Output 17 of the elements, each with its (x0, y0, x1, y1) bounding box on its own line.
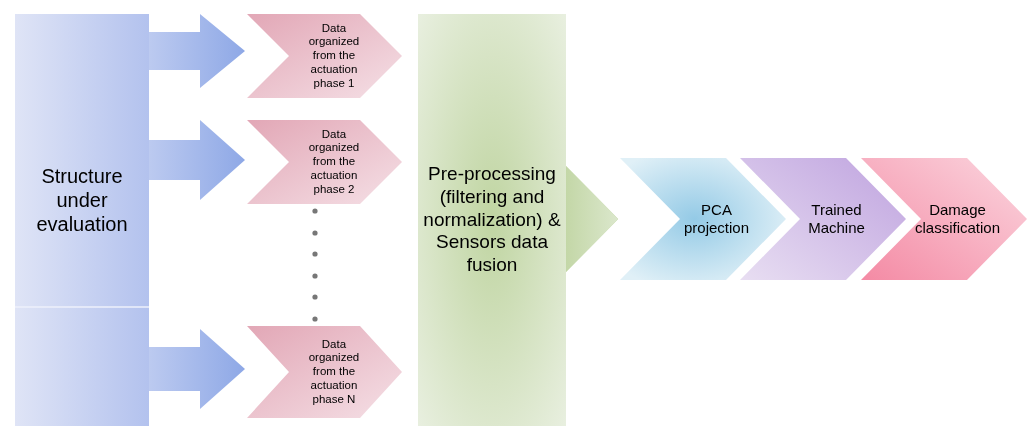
process-panel (418, 14, 566, 426)
panel-label: Pre-processing (filtering and normalization) & Sensors data fusion (422, 163, 562, 277)
panel-label: Structure under evaluation (35, 164, 129, 236)
step-label: Trained Machine (807, 201, 866, 237)
data-step (247, 326, 402, 418)
process-step (620, 158, 786, 280)
step-label: Data organized from the actuation phase N (307, 337, 361, 407)
step-label: PCA projection (682, 201, 750, 237)
step-label: Data organized from the actuation phase 2 (307, 127, 361, 197)
block-arrow (149, 329, 245, 409)
block-arrow (149, 14, 245, 88)
structure-panel (15, 14, 149, 426)
data-step (247, 14, 402, 98)
step-label: Data organized from the actuation phase 1 (307, 21, 361, 91)
block-arrow (149, 120, 245, 200)
data-step (247, 120, 402, 204)
step-label: Damage classification (915, 201, 1000, 237)
